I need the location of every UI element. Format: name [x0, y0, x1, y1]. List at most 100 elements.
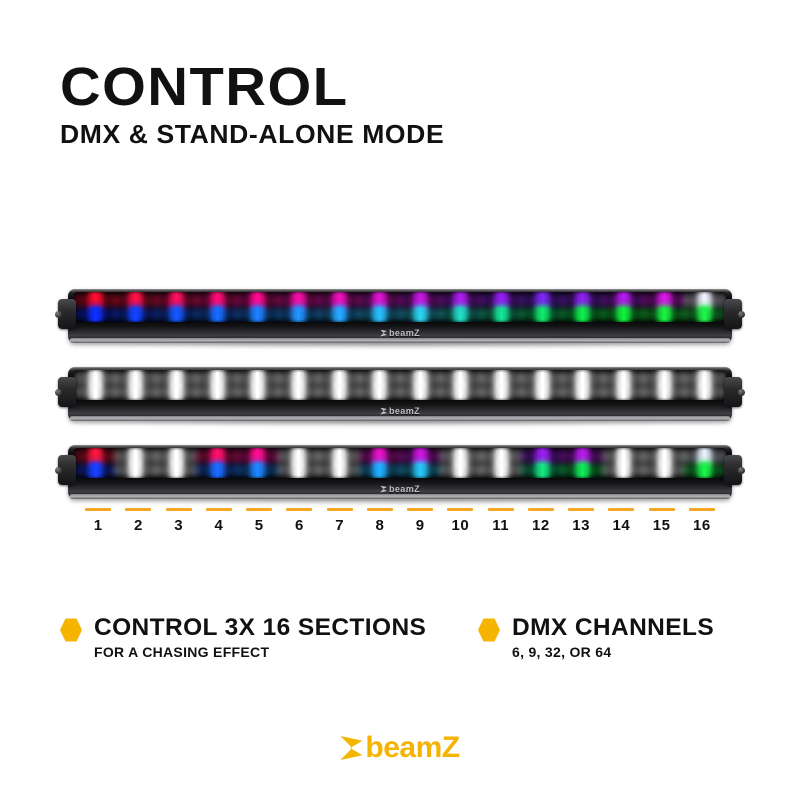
led-emitter [504, 385, 508, 398]
led-emitter [374, 372, 378, 385]
led-row-bottom [642, 463, 686, 476]
led-section [520, 293, 564, 321]
led-emitter [296, 450, 300, 463]
led-emitter [662, 294, 666, 307]
led-row-top [74, 450, 118, 463]
led-row-bottom [236, 307, 280, 320]
led-emitter [138, 450, 142, 463]
led-emitter [455, 385, 459, 398]
led-emitter [662, 450, 666, 463]
led-emitter [625, 307, 629, 320]
led-row-top [195, 294, 239, 307]
led-emitter [544, 463, 548, 476]
led-emitter [130, 450, 134, 463]
led-row-bottom [561, 463, 605, 476]
bar-brand-logo: beamZ [379, 328, 420, 338]
led-emitter [252, 307, 256, 320]
led-section [276, 371, 321, 399]
scale-tick [527, 508, 554, 511]
led-emitter [300, 307, 304, 320]
led-emitter [581, 450, 585, 463]
led-emitter [93, 372, 97, 385]
led-emitter [215, 463, 219, 476]
led-emitter [179, 307, 183, 320]
scale-cell-7: 7 [320, 508, 360, 534]
led-emitter [422, 463, 426, 476]
led-emitter [171, 372, 175, 385]
led-emitter [662, 463, 666, 476]
scale-number: 13 [572, 517, 590, 534]
led-row-bottom [439, 307, 483, 320]
led-row-top [682, 450, 726, 463]
led-emitter [292, 372, 296, 385]
led-section [398, 293, 443, 321]
led-emitter [455, 463, 459, 476]
led-row-top [398, 294, 443, 307]
scale-tick [648, 508, 675, 511]
led-emitter [585, 372, 589, 385]
led-row-top [601, 450, 646, 463]
bar-brand-logo: beamZ [379, 484, 420, 494]
led-section [317, 371, 361, 399]
led-emitter [300, 463, 304, 476]
led-emitter [703, 463, 707, 476]
led-emitter [617, 372, 621, 385]
led-emitter [134, 372, 138, 385]
led-emitter [219, 294, 223, 307]
bar-drop-shadow [70, 417, 730, 427]
beamz-logo-text: beamZ [365, 731, 460, 764]
led-emitter [97, 463, 101, 476]
led-emitter [707, 450, 711, 463]
scale-number: 14 [612, 517, 631, 534]
led-emitter [459, 294, 463, 307]
led-emitter [662, 307, 666, 320]
led-section [520, 449, 564, 477]
led-row-bottom [276, 463, 321, 476]
led-emitter [296, 463, 300, 476]
led-emitter [699, 307, 703, 320]
led-emitter [138, 372, 142, 385]
led-emitter [215, 385, 219, 398]
led-emitter [175, 463, 179, 476]
led-row-bottom [520, 463, 564, 476]
led-emitter [617, 294, 621, 307]
led-row-top [357, 372, 402, 385]
led-emitter [536, 385, 540, 398]
led-row-bottom [561, 385, 605, 398]
led-emitter [666, 372, 670, 385]
scale-tick [85, 508, 112, 511]
led-row-bottom [195, 307, 239, 320]
scale-cell-11: 11 [481, 508, 521, 534]
led-row-top [114, 294, 158, 307]
led-emitter [585, 450, 589, 463]
led-emitter [93, 294, 97, 307]
led-emitter [707, 385, 711, 398]
led-section [236, 449, 280, 477]
led-row-top [357, 450, 402, 463]
led-emitter [414, 372, 418, 385]
scale-tick [487, 508, 514, 511]
led-emitter [699, 450, 703, 463]
led-emitter [130, 372, 134, 385]
led-emitter [382, 372, 386, 385]
led-row-bottom [682, 463, 726, 476]
led-section [439, 293, 483, 321]
led-emitter [260, 463, 264, 476]
led-emitter [459, 307, 463, 320]
led-emitter [496, 294, 500, 307]
led-row-bottom [276, 385, 321, 398]
led-emitter [658, 372, 662, 385]
led-emitter [219, 307, 223, 320]
led-emitter [459, 450, 463, 463]
led-emitter [617, 307, 621, 320]
led-emitter [504, 463, 508, 476]
led-emitter [89, 463, 93, 476]
hexagon-bullet-icon [60, 618, 82, 642]
led-emitter [260, 385, 264, 398]
led-emitter [418, 372, 422, 385]
led-section [520, 371, 564, 399]
led-emitter [215, 450, 219, 463]
led-emitter [179, 463, 183, 476]
led-section [154, 293, 199, 321]
led-section [195, 449, 239, 477]
